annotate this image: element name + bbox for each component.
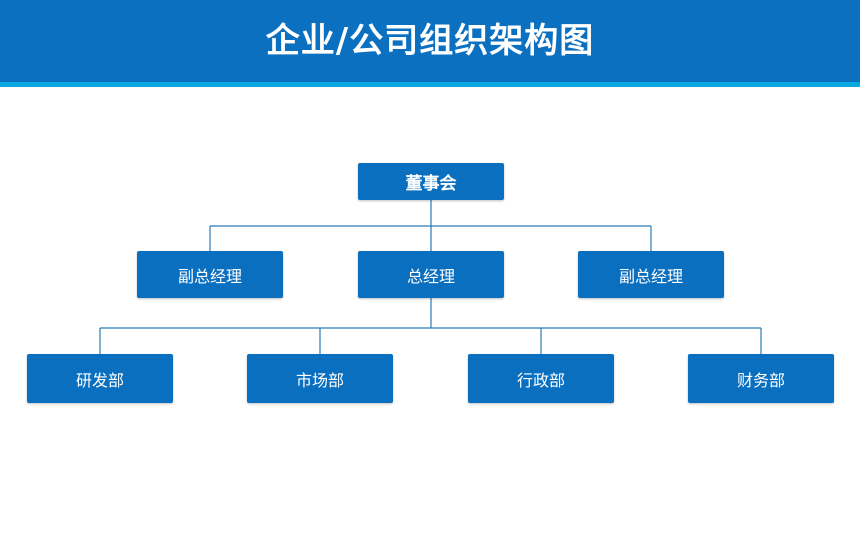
node-vice-gm-left: 副总经理 — [137, 251, 283, 298]
node-admin-dept: 行政部 — [468, 354, 614, 403]
header-stripe — [0, 82, 860, 87]
node-marketing-dept: 市场部 — [247, 354, 393, 403]
node-rd-dept: 研发部 — [27, 354, 173, 403]
node-gm: 总经理 — [358, 251, 504, 298]
node-finance-dept: 财务部 — [688, 354, 834, 403]
node-board: 董事会 — [358, 163, 504, 200]
page-title: 企业/公司组织架构图 — [265, 21, 595, 61]
node-vice-gm-right: 副总经理 — [578, 251, 724, 298]
header-bar — [0, 0, 860, 82]
